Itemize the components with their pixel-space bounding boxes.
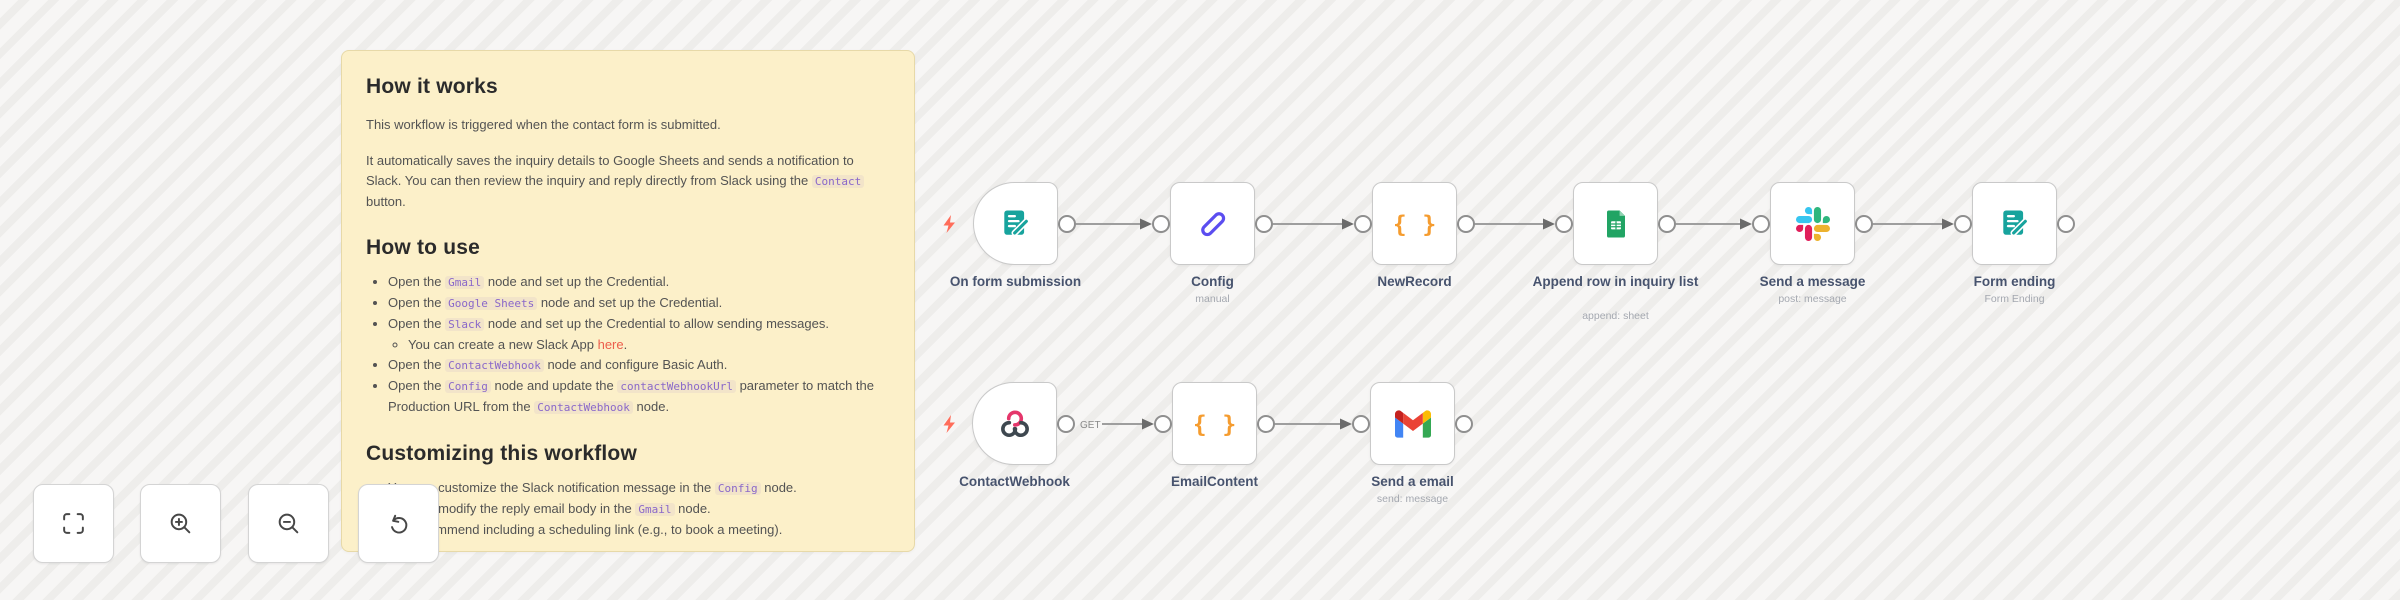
node-append-row[interactable]: Append row in inquiry list append: sheet (1533, 182, 1698, 322)
sticky-paragraph-2: It automatically saves the inquiry detai… (366, 151, 890, 212)
list-item: Open the Google Sheets node and set up t… (388, 293, 890, 314)
code-contactwebhook: ContactWebhook (445, 359, 544, 372)
slack-icon (1795, 206, 1830, 241)
zoom-to-fit-button[interactable] (33, 484, 114, 563)
google-sheets-icon (1606, 210, 1625, 237)
code-icon: { } (1195, 412, 1235, 438)
list-item: You can customize the Slack notification… (388, 478, 890, 499)
code-gmail: Gmail (635, 503, 675, 516)
list-item: Open the Slack node and set up the Crede… (388, 314, 890, 355)
gmail-icon (1394, 409, 1431, 438)
zoom-in-button[interactable] (140, 484, 221, 563)
customizing-list: You can customize the Slack notification… (366, 478, 890, 540)
code-config: Config (714, 482, 761, 495)
undo-button[interactable] (358, 484, 439, 563)
wire-arrowheads (1140, 218, 1954, 430)
sticky-heading-customizing: Customizing this workflow (366, 442, 637, 465)
sticky-note[interactable]: How it works This workflow is triggered … (341, 50, 915, 552)
slack-app-link[interactable]: here (597, 337, 624, 352)
undo-icon (391, 514, 408, 534)
list-item: You can create a new Slack App here. (408, 335, 890, 355)
list-item: We recommend including a scheduling link… (388, 520, 890, 540)
code-gmail: Gmail (445, 276, 485, 289)
svg-text:{ }: { } (1195, 412, 1235, 438)
node-newrecord[interactable]: { } NewRecord (1372, 182, 1457, 289)
sticky-heading-how-to-use: How to use (366, 236, 481, 259)
webhook-method-label: GET (1080, 420, 1101, 431)
zoom-out-button[interactable] (248, 484, 329, 563)
sticky-paragraph-1: This workflow is triggered when the cont… (366, 117, 721, 132)
edit-fields-icon (1200, 211, 1225, 236)
code-icon: { } (1395, 212, 1435, 238)
node-form-ending[interactable]: Form ending Form Ending (1972, 182, 2057, 305)
code-contactwebhook: ContactWebhook (534, 401, 633, 414)
zoom-in-icon (170, 513, 191, 534)
zoom-out-icon (278, 513, 299, 534)
trigger-zap-icon (943, 215, 955, 233)
sticky-heading-how-it-works: How it works (366, 75, 498, 98)
connection-endpoints[interactable] (1057, 215, 2075, 433)
webhook-icon (1000, 409, 1029, 437)
node-contactwebhook[interactable]: ContactWebhook (959, 382, 1070, 489)
node-send-a-email[interactable]: Send a email send: message (1370, 382, 1455, 505)
code-config: Config (445, 380, 491, 393)
code-slack: Slack (445, 318, 485, 331)
form-icon (2002, 210, 2028, 236)
code-contact: Contact (811, 175, 865, 188)
code-contactwebhookurl: contactWebhookUrl (617, 380, 736, 393)
node-config[interactable]: Config manual (1170, 182, 1255, 305)
node-emailcontent[interactable]: { } EmailContent (1171, 382, 1258, 489)
list-item: You can modify the reply email body in t… (388, 499, 890, 520)
list-item: Open the Gmail node and set up the Crede… (388, 272, 890, 293)
list-item: Open the Config node and update the cont… (388, 376, 890, 418)
node-on-form-submission[interactable]: On form submission (950, 182, 1081, 289)
code-google-sheets: Google Sheets (445, 297, 538, 310)
how-to-use-list: Open the Gmail node and set up the Crede… (366, 272, 890, 418)
zoom-to-fit-icon (63, 513, 84, 534)
trigger-zap-icon (943, 415, 955, 433)
form-trigger-icon (1003, 210, 1029, 236)
svg-text:{ }: { } (1395, 212, 1435, 238)
list-item: Open the ContactWebhook node and configu… (388, 355, 890, 376)
node-send-a-message[interactable]: Send a message post: message (1760, 182, 1865, 305)
